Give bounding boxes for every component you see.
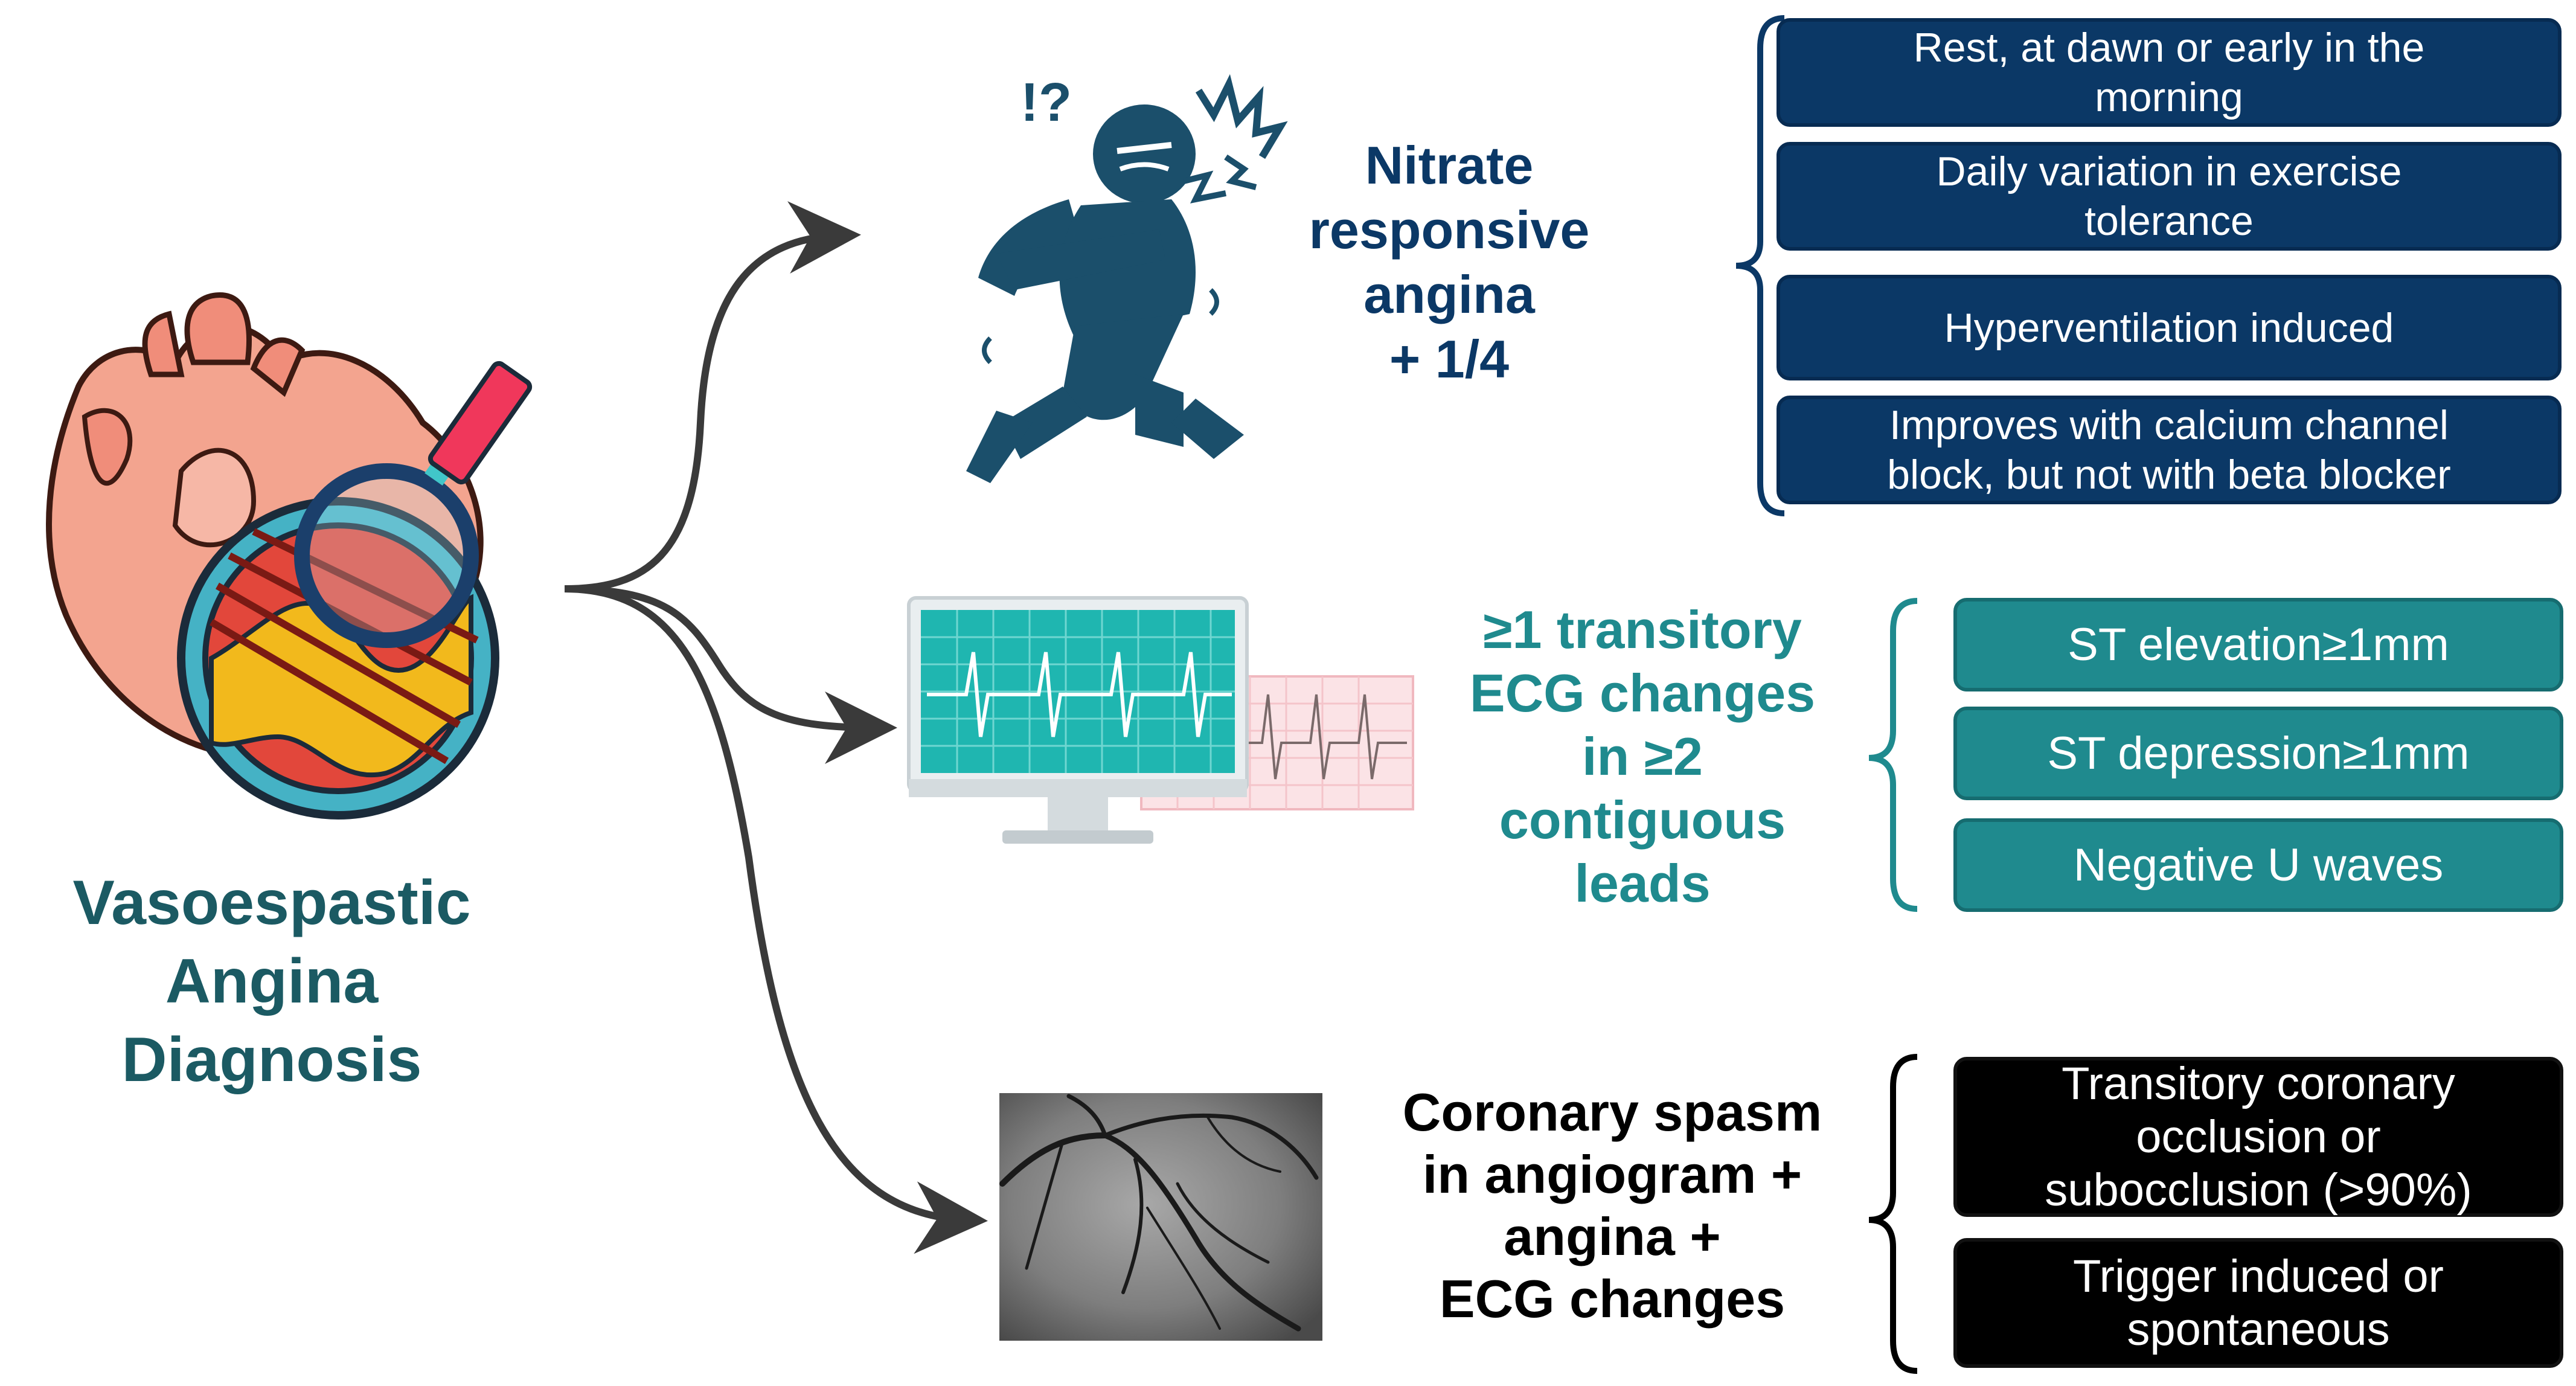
arrow-to-ecg (564, 585, 897, 764)
angiogram-item-trigger: Trigger induced or spontaneous (1953, 1238, 2563, 1368)
brace-ecg (1868, 598, 1918, 912)
angiogram-item-occlusion: Transitory coronary occlusion or suboccl… (1953, 1057, 2563, 1217)
nitrate-item-calcium: Improves with calcium channel block, but… (1777, 396, 2562, 504)
nitrate-title: Nitrate responsive angina + 1/4 (1309, 135, 1590, 389)
brace-nitrate (1735, 15, 1785, 516)
nitrate-item-hyperventilation: Hyperventilation induced (1777, 275, 2562, 380)
page-title: Vasoespastic Angina Diagnosis (72, 868, 471, 1095)
nitrate-item-rest: Rest, at dawn or early in the morning (1777, 18, 2562, 127)
ecg-item-st-depression: ST depression≥1mm (1953, 707, 2563, 800)
nitrate-item-daily: Daily variation in exercise tolerance (1777, 142, 2562, 251)
arrow-to-nitrate (564, 201, 861, 592)
ecg-item-st-elevation: ST elevation≥1mm (1953, 598, 2563, 691)
brace-angiogram (1868, 1054, 1918, 1374)
arrow-to-angiogram (564, 585, 988, 1254)
confused-glyph: !? (1020, 72, 1072, 133)
ecg-title: ≥1 transitory ECG changes in ≥2 contiguo… (1469, 600, 1816, 913)
angiogram-title: Coronary spasm in angiogram + angina + E… (1402, 1082, 1822, 1329)
ecg-item-negative-u: Negative U waves (1953, 818, 2563, 912)
